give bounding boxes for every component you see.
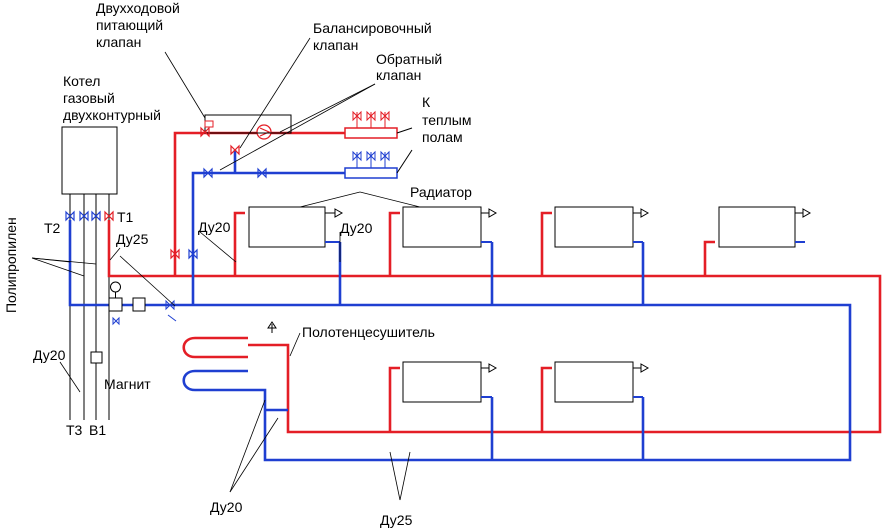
label-du20-3: Ду20 [33, 347, 66, 363]
return-fittings [108, 281, 177, 326]
label-check-valve-1: Обратный [376, 51, 442, 67]
radiator-4 [718, 206, 796, 248]
pump [256, 124, 272, 140]
label-two-way-valve-2: питающий [96, 17, 163, 33]
magnetic-filter [90, 351, 103, 364]
label-polypropylene: Полипропилен [3, 217, 19, 313]
supply-pipes [107, 131, 882, 434]
radiator-6 [554, 361, 634, 403]
radiator-5 [402, 361, 482, 403]
radiators [248, 206, 812, 403]
label-towel-dryer: Полотенцесушитель [302, 324, 435, 340]
label-floor-3: полам [422, 129, 463, 145]
label-boiler-2: газовый [63, 90, 115, 106]
label-two-way-valve-1: Двухходовой [96, 0, 180, 16]
balancing-valve-symbol [230, 144, 240, 156]
label-v1: В1 [89, 422, 106, 438]
label-t2: Т2 [44, 220, 61, 236]
radiator-3 [554, 206, 634, 248]
label-balancing-valve-2: клапан [313, 37, 358, 53]
labels: Двухходовой питающий клапан Балансировоч… [3, 0, 472, 528]
label-floor-1: К [422, 94, 431, 110]
label-t1: Т1 [117, 209, 134, 225]
label-t3: Т3 [66, 422, 83, 438]
check-valves [170, 167, 267, 260]
floor-manifolds [344, 110, 413, 179]
label-du20-2: Ду20 [340, 220, 373, 236]
leader-lines [31, 37, 421, 501]
radiator-1 [248, 206, 326, 248]
label-two-way-valve-3: клапан [96, 34, 141, 50]
label-boiler-1: Котел [63, 73, 100, 89]
label-balancing-valve-1: Балансировочный [313, 20, 432, 36]
label-magnet: Магнит [104, 376, 151, 392]
label-boiler-3: двухконтурный [63, 107, 161, 123]
label-du20-4: Ду20 [210, 499, 243, 515]
boiler-valves [65, 210, 114, 222]
label-floor-2: теплым [422, 112, 471, 128]
label-check-valve-2: клапан [376, 67, 421, 83]
two-way-valve-symbol [200, 114, 292, 138]
label-du20-1: Ду20 [198, 219, 231, 235]
label-du25-main: Ду25 [116, 231, 149, 247]
label-du25-bottom: Ду25 [380, 512, 413, 528]
label-radiator: Радиатор [410, 184, 472, 200]
radiator-2 [402, 206, 482, 248]
